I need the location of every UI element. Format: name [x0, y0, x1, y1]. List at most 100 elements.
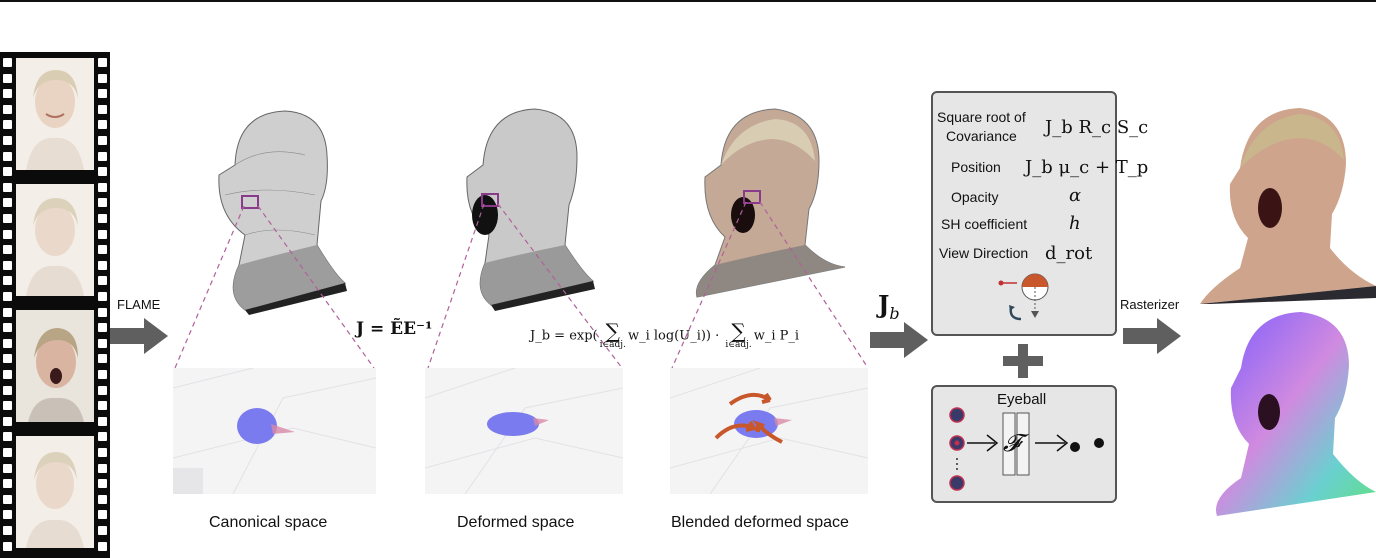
rotation-arc-left	[714, 420, 760, 440]
sprocket-hole-right	[98, 120, 107, 130]
top-rule	[0, 0, 1376, 2]
sprocket-hole-right	[98, 541, 107, 551]
network-f-symbol: 𝓕	[1003, 429, 1021, 457]
canonical-head-mesh	[218, 110, 347, 315]
sprocket-hole-right	[98, 323, 107, 333]
sprocket-hole-right	[98, 526, 107, 535]
eyeball-title: Eyeball	[997, 391, 1047, 408]
sh-label: SH coefficient	[941, 216, 1028, 232]
sprocket-hole-left	[3, 338, 12, 348]
opacity-symbol: α	[1069, 185, 1082, 206]
sprocket-hole-left	[3, 370, 12, 379]
video-frame-3	[16, 310, 94, 422]
sprocket-hole-right	[98, 370, 107, 379]
sprocket-hole-right	[98, 338, 107, 348]
sprocket-hole-left	[3, 182, 12, 192]
sprocket-hole-right	[98, 292, 107, 301]
covariance-label-line2: Covariance	[945, 128, 1017, 144]
video-frame-2	[16, 184, 94, 296]
rendered-normal-map-head	[1216, 312, 1376, 516]
sprocket-hole-left	[3, 260, 12, 270]
rasterizer-arrow	[1123, 318, 1181, 354]
rendered-rgb-head	[1200, 108, 1376, 304]
sprocket-hole-left	[3, 89, 12, 99]
view-rotation-icon	[998, 273, 1049, 321]
deformed-head-mesh	[466, 108, 595, 311]
sprocket-hole-left	[3, 58, 12, 67]
sprocket-hole-left	[3, 510, 12, 520]
blended-textured-head	[695, 108, 846, 298]
jb-label: Jb	[878, 290, 900, 323]
sprocket-hole-right	[98, 463, 107, 473]
sprocket-hole-right	[98, 58, 107, 67]
sprocket-hole-right	[98, 229, 107, 239]
sprocket-hole-left	[3, 479, 12, 489]
sprocket-hole-right	[98, 416, 107, 426]
caption-blended-deformed-space: Blended deformed space	[671, 514, 849, 531]
jb-arrow	[870, 322, 928, 358]
covariance-label-line1: Square root of	[937, 109, 1026, 125]
sprocket-hole-right	[98, 510, 107, 520]
sprocket-hole-left	[3, 276, 12, 286]
sprocket-hole-left	[3, 151, 12, 161]
position-formula: J_b μ_c + T_p	[1025, 157, 1149, 178]
sprocket-hole-right	[98, 151, 107, 161]
sprocket-hole-right	[98, 432, 107, 442]
sprocket-hole-left	[3, 73, 12, 83]
sprocket-hole-left	[3, 526, 12, 535]
sprocket-hole-right	[98, 136, 107, 145]
blended-eq-prefix: J_b = exp(	[530, 328, 598, 344]
rotation-arc-right	[752, 419, 783, 444]
view-direction-label: View Direction	[939, 245, 1029, 261]
sprocket-hole-left	[3, 448, 12, 457]
blended-zoom-view	[670, 368, 868, 494]
canonical-zoom-view	[173, 368, 376, 494]
eye-input-top-icon	[949, 407, 965, 423]
sprocket-hole-right	[98, 104, 107, 114]
sprocket-hole-right	[98, 385, 107, 395]
sprocket-hole-right	[98, 198, 107, 208]
blended-eq-term2: w_i P_i	[753, 328, 800, 344]
sprocket-hole-left	[3, 307, 12, 317]
gaussian-attributes-panel: Square root of Covariance J_b R_c S_c Po…	[931, 91, 1148, 336]
eye-input-bottom-icon	[949, 475, 965, 491]
sprocket-hole-right	[98, 167, 107, 177]
deformed-zoom-view	[425, 368, 623, 494]
sprocket-hole-left	[3, 494, 12, 504]
sprocket-hole-left	[3, 292, 12, 301]
sprocket-hole-left	[3, 104, 12, 114]
sprocket-hole-right	[98, 401, 107, 411]
sprocket-hole-left	[3, 167, 12, 177]
eyeball-output-left-icon	[1070, 442, 1080, 452]
sprocket-hole-left	[3, 120, 12, 130]
sprocket-hole-left	[3, 229, 12, 239]
sprocket-hole-right	[98, 494, 107, 504]
eyeball-output-right-icon	[1094, 438, 1104, 448]
sum-1-index: i∈adj.	[599, 340, 626, 350]
sprocket-hole-right	[98, 448, 107, 457]
video-frame-1	[16, 58, 94, 170]
blended-equation: J_b = exp(∑i∈adj.w_i log(U_i)) · ∑i∈adj.…	[530, 319, 800, 350]
caption-deformed-space: Deformed space	[457, 514, 575, 531]
input-video-filmstrip	[0, 52, 110, 558]
sprocket-hole-left	[3, 214, 12, 223]
position-label: Position	[951, 159, 1001, 175]
sprocket-hole-left	[3, 354, 12, 364]
rotation-arc-top	[728, 392, 772, 406]
sprocket-hole-right	[98, 182, 107, 192]
sh-symbol: h	[1069, 213, 1081, 234]
eyeball-panel: Eyeball 𝓕	[931, 385, 1117, 503]
sprocket-hole-right	[98, 354, 107, 364]
blended-eq-term1: w_i log(U_i))	[627, 328, 711, 344]
flame-arrow	[110, 318, 168, 354]
sum-1: ∑i∈adj.	[599, 319, 626, 350]
sprocket-hole-left	[3, 323, 12, 333]
sprocket-hole-left	[3, 416, 12, 426]
sprocket-hole-left	[3, 432, 12, 442]
sprocket-hole-left	[3, 401, 12, 411]
sprocket-hole-left	[3, 385, 12, 395]
jb-subscript: b	[889, 303, 900, 323]
eyeball-network-diagram	[949, 407, 1104, 491]
video-frame-4	[16, 436, 94, 548]
